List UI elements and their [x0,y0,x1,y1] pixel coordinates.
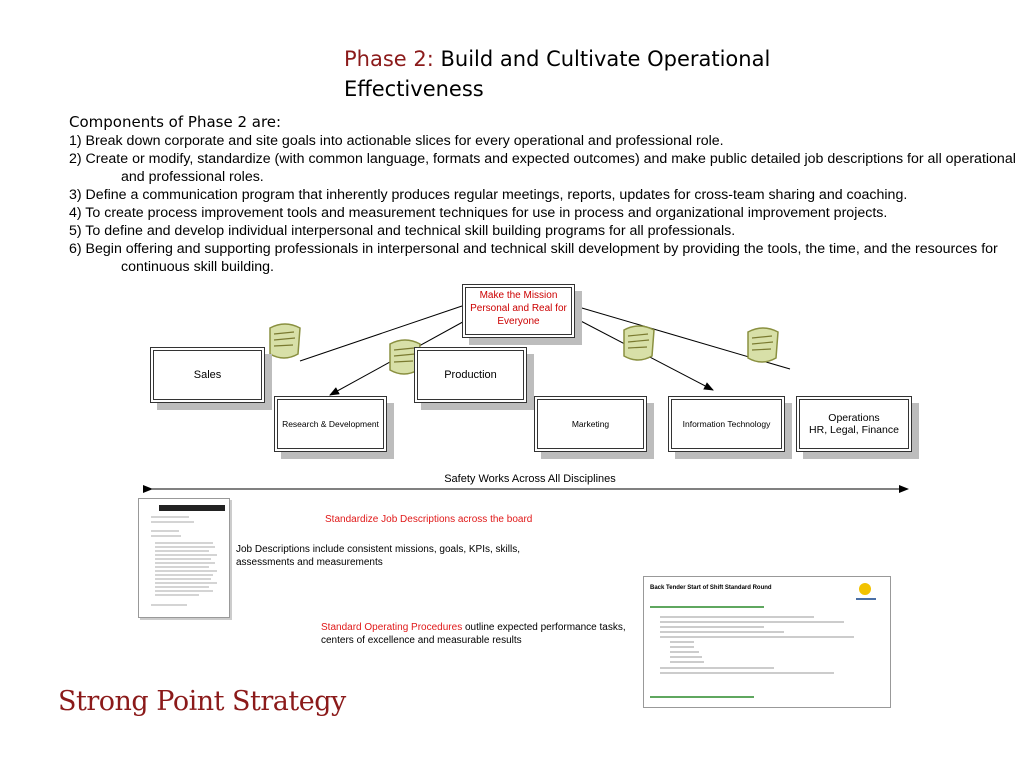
sop-document-lines [650,606,854,698]
sop-document-title: Back Tender Start of Shift Standard Roun… [650,585,772,591]
job-description-note: Job Descriptions include consistent miss… [236,544,521,568]
component-item: 5) To define and develop individual inte… [69,223,736,239]
company-logo: Strong Point Strategy [58,686,346,717]
operations-label: Operations [828,412,880,424]
information-technology-box: Information Technology [668,396,785,452]
production-label: Production [444,369,497,381]
production-box: Production [414,347,527,403]
components-list: 1) Break down corporate and site goals i… [69,132,1019,276]
sop-note: Standard Operating Procedures outline ex… [321,621,641,647]
marketing-label: Marketing [571,419,610,429]
mission-label: Make the Mission Personal and Real for E… [470,290,567,327]
sun-logo-icon [856,583,876,600]
connector-line [299,305,463,362]
components-heading: Components of Phase 2 are: [69,113,282,131]
phase-label: Phase 2: [344,47,434,71]
component-item: 4) To create process improvement tools a… [69,205,888,221]
research-development-box: Research & Development [274,396,387,452]
research-development-label: Research & Development [282,419,379,429]
marketing-box: Marketing [534,396,647,452]
phase-title-text: Build and Cultivate Operational Effectiv… [344,47,771,101]
scroll-icon [269,323,301,359]
component-item: 1) Break down corporate and site goals i… [69,133,724,149]
sop-highlight: Standard Operating Procedures [321,622,463,633]
sop-text: outline expected performance tasks, cent… [321,622,626,646]
information-technology-label: Information Technology [682,419,771,429]
sop-document-thumbnail: Back Tender Start of Shift Standard Roun… [643,576,891,708]
sales-label: Sales [193,369,222,381]
standardize-headline: Standardize Job Descriptions across the … [325,514,533,525]
operations-sublabel: HR, Legal, Finance [809,424,899,436]
scroll-icon [623,325,655,361]
document-lines [151,505,225,606]
sales-box: Sales [150,347,265,403]
component-item: 2) Create or modify, standardize (with c… [69,151,1016,185]
job-description-document-thumbnail [138,498,230,618]
mission-box: Make the Mission Personal and Real for E… [462,284,575,338]
component-item: 6) Begin offering and supporting profess… [69,241,998,275]
scroll-icon [747,327,779,363]
component-item: 3) Define a communication program that i… [69,187,908,203]
page-title: Phase 2: Build and Cultivate Operational… [344,44,904,104]
safety-label: Safety Works Across All Disciplines [444,473,616,485]
